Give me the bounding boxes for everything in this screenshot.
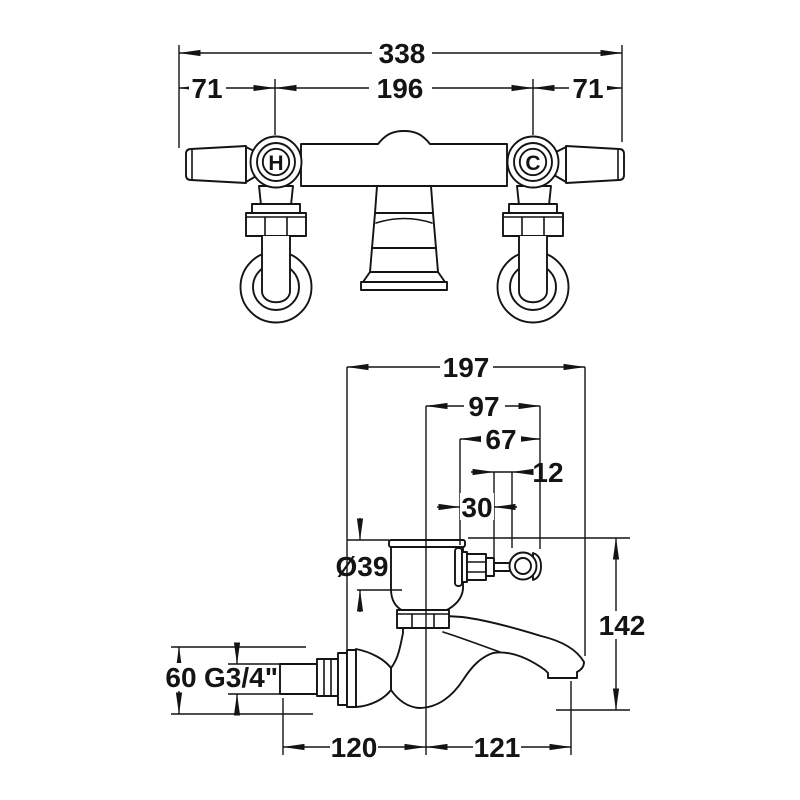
valve-body-side [390,546,464,612]
dim-centres: 196 [377,73,424,104]
dim-flange: 60 [165,662,196,693]
cold-index-label: C [525,152,540,175]
cold-handle-inner [518,147,548,177]
bonnet-hex [466,553,487,581]
label-bg [473,733,521,760]
bonnet-flange-plate [454,547,463,587]
dim-body-diameter: Ø39 [336,551,389,582]
label-bg [440,353,493,380]
spout-seam-front [375,217,433,224]
inlet-hex-nut [316,658,339,697]
elbow-and-spout [390,615,585,709]
label-bg [481,425,521,452]
bonnet-cylinder [485,557,495,577]
valve-body-top-plate [388,539,466,548]
dim-overall-width: 338 [379,38,426,69]
cold-collar [508,203,558,214]
spout-rim-front [360,281,448,291]
label-bg [460,493,494,520]
hot-handle-inner [261,147,291,177]
front-view: H C 338 71 196 71 [178,38,625,324]
dim-bonnet-depth: 30 [461,492,492,523]
handle-ring-inner [514,557,532,575]
side-view-outline [279,539,585,709]
label-bg [464,392,505,419]
dim-bonnet-to-handle: 67 [485,424,516,455]
dim-depth-total: 197 [443,352,490,383]
spout-neck-front [374,185,434,214]
dim-offset-left: 71 [191,73,222,104]
dim-offset-right: 71 [572,73,603,104]
spout-union-nut [396,609,450,629]
hot-body-column [258,185,294,206]
hot-index-label: H [268,152,283,175]
cold-lever [565,145,625,184]
label-bg [569,74,607,101]
tap-body-bar [300,130,508,187]
hot-inlet-pipe [261,235,291,304]
spout-seam-side [442,631,501,653]
spout-bell-front [362,271,446,283]
dim-centre-to-handle: 97 [468,391,499,422]
side-view: 197 97 67 12 30 Ø39 [162,352,649,763]
side-view-dimensions: 197 97 67 12 30 Ø39 [162,352,649,763]
label-bg [372,39,432,66]
dim-wall-to-centre: 120 [331,732,378,763]
dim-stem: 12 [532,457,563,488]
label-bg [189,74,226,101]
inlet-tail-pipe [279,663,318,695]
label-bg [369,74,432,101]
dim-height: 142 [599,610,646,641]
cold-inlet-pipe [518,235,548,304]
front-view-dimensions: 338 71 196 71 [178,38,623,148]
front-view-outline: H C [185,130,625,324]
spout-lower-front [369,247,439,273]
label-bg [162,663,200,691]
hot-lever [185,145,247,184]
label-bg [330,733,378,760]
hot-collar [251,203,301,214]
wall-bell-flange [355,648,392,708]
dim-thread: G3/4" [204,662,278,693]
cold-body-column [516,185,552,206]
wall-washer-1 [337,652,348,706]
dim-centre-to-spout: 121 [474,732,521,763]
wall-washer-2 [346,649,357,708]
label-bg [595,611,649,639]
